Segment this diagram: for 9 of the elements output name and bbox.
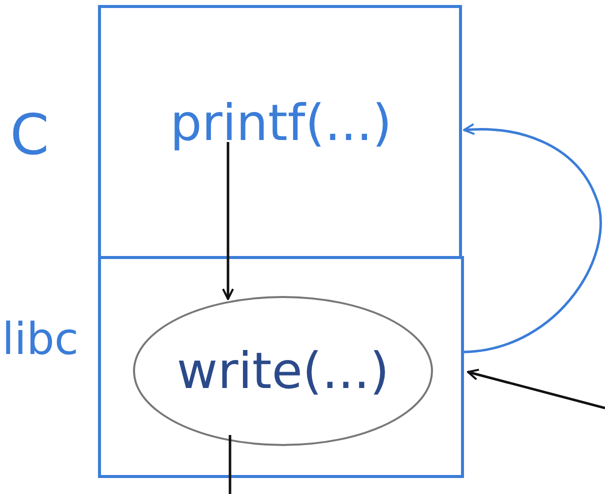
arrow [467,368,605,410]
arrow [222,142,234,300]
layer-name: C [10,108,50,164]
layer-box [98,5,462,259]
arrow [463,123,602,354]
line [228,435,232,494]
function-ellipse [133,296,433,446]
layer-box [98,256,464,478]
layer-name: libc [2,318,79,362]
